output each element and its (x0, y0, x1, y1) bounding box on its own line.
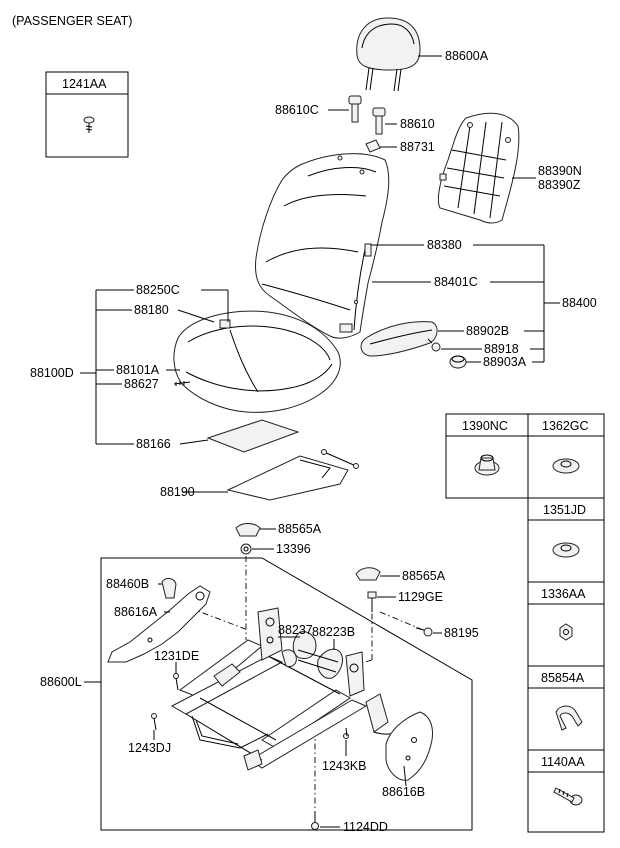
pin-88627 (173, 381, 191, 386)
label-88600A: 88600A (445, 49, 489, 63)
bolt-88195 (415, 627, 433, 637)
bolt-1140AA-icon (553, 787, 583, 806)
label-88600L: 88600L (40, 675, 82, 689)
label-88180: 88180 (134, 303, 169, 317)
label-88380: 88380 (427, 238, 462, 252)
cover-88616A (107, 585, 211, 663)
bolt-1129GE (367, 591, 377, 612)
label-88627: 88627 (124, 377, 159, 391)
label-88565A-upper: 88565A (278, 522, 322, 536)
diagram-title: (PASSENGER SEAT) (12, 14, 132, 28)
grommet-1362GC-icon (552, 458, 580, 474)
plug-1390NC-icon (474, 454, 500, 476)
frame-boundary (100, 557, 473, 831)
label-88166: 88166 (136, 437, 171, 451)
cover-88616B (385, 711, 433, 781)
seat-frame-88600L (170, 607, 368, 771)
label-88100D: 88100D (30, 366, 74, 380)
box-1140AA-label: 1140AA (541, 755, 585, 769)
nut-1336AA-icon (559, 623, 573, 641)
headrest-guide-88610C (348, 95, 362, 123)
box-1241AA-label: 1241AA (62, 77, 107, 91)
box-1336AA-label: 1336AA (541, 587, 586, 601)
side-box-column (527, 497, 605, 833)
clip-88565A-upper (235, 523, 261, 537)
armrest-part (360, 321, 438, 357)
label-88616A: 88616A (114, 605, 158, 619)
label-88401C: 88401C (434, 275, 478, 289)
label-13396: 13396 (276, 542, 311, 556)
label-88400: 88400 (562, 296, 597, 310)
seat-back-part (255, 153, 390, 339)
label-88565A-lower: 88565A (402, 569, 446, 583)
bolt-1231DE (173, 673, 179, 691)
label-1243DJ: 1243DJ (128, 741, 171, 755)
label-88616B: 88616B (382, 785, 425, 799)
cap-88903A (449, 355, 467, 369)
bolt-1124DD (311, 812, 319, 830)
box-1362GC: 1362GC (527, 413, 605, 499)
box-85854A-label: 85854A (541, 671, 585, 685)
label-88390Z: 88390Z (538, 178, 581, 192)
label-88101A: 88101A (116, 363, 160, 377)
box-1362GC-label: 1362GC (542, 419, 589, 433)
label-88195: 88195 (444, 626, 479, 640)
headrest-guide-88610 (372, 107, 386, 135)
bolt-1243DJ (151, 713, 157, 731)
clip-88731 (365, 139, 381, 153)
label-88190: 88190 (160, 485, 195, 499)
headrest-part (356, 17, 421, 92)
mat-88190 (226, 449, 359, 501)
label-88610C: 88610C (275, 103, 319, 117)
bolt-1243KB (343, 727, 349, 739)
clip-88565A-lower (355, 567, 381, 581)
label-1243KB: 1243KB (322, 759, 366, 773)
label-88731: 88731 (400, 140, 435, 154)
back-board-part (437, 112, 520, 224)
label-88237: 88237 (278, 623, 313, 637)
box-1241AA: 1241AA (45, 71, 129, 158)
box-1351JD-label: 1351JD (543, 503, 586, 517)
label-88460B: 88460B (106, 577, 149, 591)
nut-13396 (240, 543, 252, 555)
label-88390N: 88390N (538, 164, 582, 178)
bracket-88460B (161, 577, 177, 599)
clip-85854A-icon (555, 705, 583, 731)
box-1390NC-label: 1390NC (462, 419, 508, 433)
label-1124DD: 1124DD (343, 820, 388, 834)
grommet-1351JD-icon (552, 542, 580, 558)
label-88250C: 88250C (136, 283, 180, 297)
label-1231DE: 1231DE (154, 649, 199, 663)
label-88918: 88918 (484, 342, 519, 356)
pad-88166 (206, 419, 300, 453)
label-88610: 88610 (400, 117, 435, 131)
seat-cushion-part (173, 310, 341, 413)
screw-1241AA-icon (83, 116, 95, 133)
label-1129GE: 1129GE (398, 590, 443, 604)
label-88902B: 88902B (466, 324, 509, 338)
box-1390NC: 1390NC (445, 413, 529, 499)
bolt-88918 (427, 338, 441, 352)
label-88903A: 88903A (483, 355, 527, 369)
label-88223B: 88223B (312, 625, 355, 639)
